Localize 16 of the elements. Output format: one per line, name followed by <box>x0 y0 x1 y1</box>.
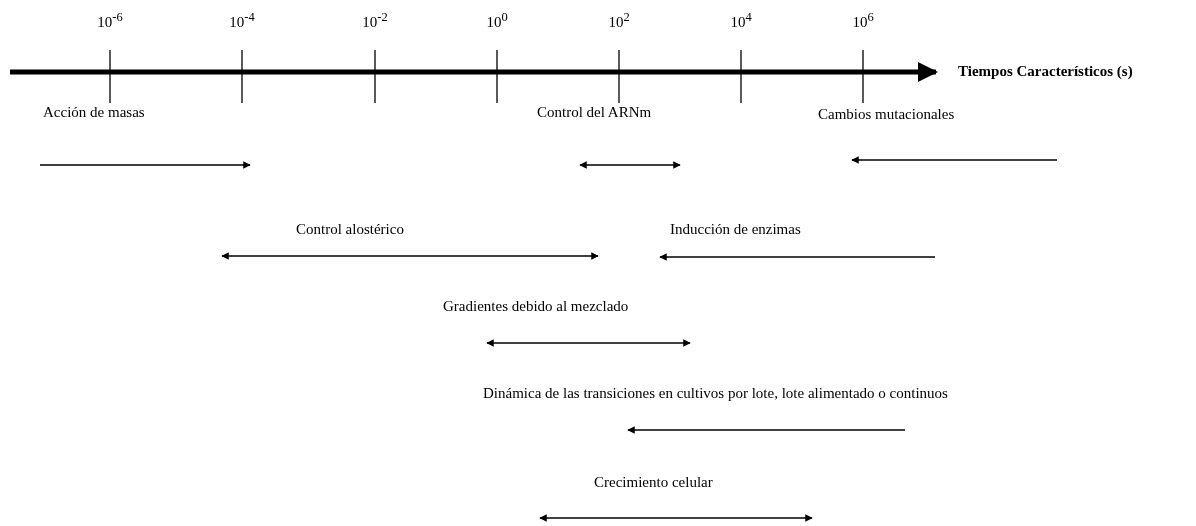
range-label: Inducción de enzimas <box>670 220 801 238</box>
range-label: Cambios mutacionales <box>818 105 955 123</box>
range-label: Control alostérico <box>296 220 404 238</box>
range-label: Acción de masas <box>43 103 145 121</box>
tick-label: 10$^{-2}$ <box>362 9 388 31</box>
range-label: Control del ARNm <box>537 103 652 121</box>
tick-label: 10$^{4}$ <box>730 9 752 31</box>
range-label: Gradientes debido al mezclado <box>443 297 629 315</box>
tick-label: 10$^{2}$ <box>608 9 630 31</box>
tick-label: 10$^{0}$ <box>486 9 508 31</box>
tick-label: 10$^{-6}$ <box>97 9 123 31</box>
axis-title: Tiempos Característicos (s) <box>958 62 1133 80</box>
tick-label: 10$^{6}$ <box>852 9 874 31</box>
tick-label: 10$^{-4}$ <box>229 9 255 31</box>
range-label: Crecimiento celular <box>594 473 713 491</box>
range-label: Dinámica de las transiciones en cultivos por lote, lote alimentado o continuos <box>483 384 948 402</box>
